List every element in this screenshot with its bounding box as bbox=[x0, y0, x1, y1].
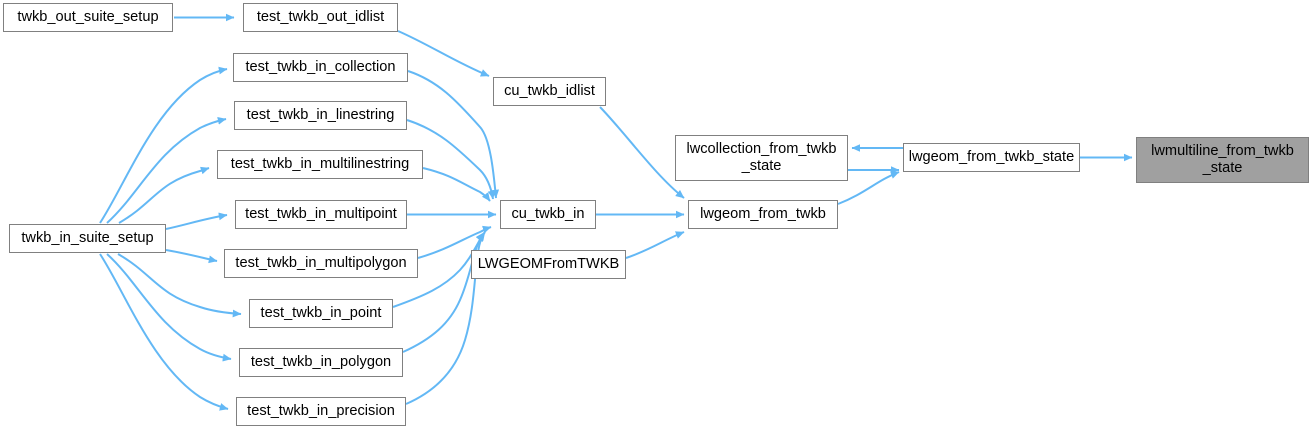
node-test_twkb_in_point[interactable]: test_twkb_in_point bbox=[249, 299, 393, 328]
node-label: test_twkb_in_collection bbox=[245, 58, 396, 75]
node-lwgeom_from_twkb_state[interactable]: lwgeom_from_twkb_state bbox=[903, 143, 1080, 172]
node-label: test_twkb_in_polygon bbox=[250, 353, 392, 370]
node-test_twkb_out_idlist[interactable]: test_twkb_out_idlist bbox=[243, 3, 398, 32]
node-label: lwcollection_from_twkb _state bbox=[686, 140, 837, 174]
node-twkb_in_suite_setup[interactable]: twkb_in_suite_setup bbox=[9, 224, 166, 253]
node-label: test_twkb_out_idlist bbox=[256, 8, 385, 25]
node-test_twkb_in_multilinestring[interactable]: test_twkb_in_multilinestring bbox=[217, 150, 423, 179]
node-test_twkb_in_multipolygon[interactable]: test_twkb_in_multipolygon bbox=[224, 249, 418, 278]
node-label: test_twkb_in_precision bbox=[247, 402, 395, 419]
node-test_twkb_in_polygon[interactable]: test_twkb_in_polygon bbox=[239, 348, 403, 377]
node-test_twkb_in_multipoint[interactable]: test_twkb_in_multipoint bbox=[235, 200, 407, 229]
node-label: lwmultiline_from_twkb _state bbox=[1151, 142, 1294, 176]
node-lwmultiline_from_twkb_state[interactable]: lwmultiline_from_twkb _state bbox=[1136, 137, 1309, 183]
node-label: LWGEOMFromTWKB bbox=[477, 255, 620, 272]
node-LWGEOMFromTWKB[interactable]: LWGEOMFromTWKB bbox=[471, 250, 626, 279]
node-label: test_twkb_in_linestring bbox=[246, 106, 395, 123]
node-label: lwgeom_from_twkb bbox=[700, 205, 826, 222]
node-label: twkb_in_suite_setup bbox=[21, 229, 154, 246]
node-label: test_twkb_in_multipoint bbox=[245, 205, 397, 222]
node-label: twkb_out_suite_setup bbox=[17, 8, 159, 25]
node-label: cu_twkb_in bbox=[511, 205, 585, 222]
node-label: test_twkb_in_point bbox=[260, 304, 382, 321]
node-cu_twkb_idlist[interactable]: cu_twkb_idlist bbox=[493, 77, 606, 106]
node-label: test_twkb_in_multipolygon bbox=[235, 254, 407, 271]
node-test_twkb_in_collection[interactable]: test_twkb_in_collection bbox=[233, 53, 408, 82]
node-cu_twkb_in[interactable]: cu_twkb_in bbox=[500, 200, 596, 229]
node-lwcollection_from_twkb_state[interactable]: lwcollection_from_twkb _state bbox=[675, 135, 848, 181]
node-twkb_out_suite_setup[interactable]: twkb_out_suite_setup bbox=[3, 3, 173, 32]
node-label: test_twkb_in_multilinestring bbox=[230, 155, 410, 172]
node-label: cu_twkb_idlist bbox=[504, 82, 595, 99]
node-label: lwgeom_from_twkb_state bbox=[908, 148, 1075, 165]
node-test_twkb_in_precision[interactable]: test_twkb_in_precision bbox=[236, 397, 406, 426]
node-test_twkb_in_linestring[interactable]: test_twkb_in_linestring bbox=[234, 101, 407, 130]
node-lwgeom_from_twkb[interactable]: lwgeom_from_twkb bbox=[688, 200, 838, 229]
